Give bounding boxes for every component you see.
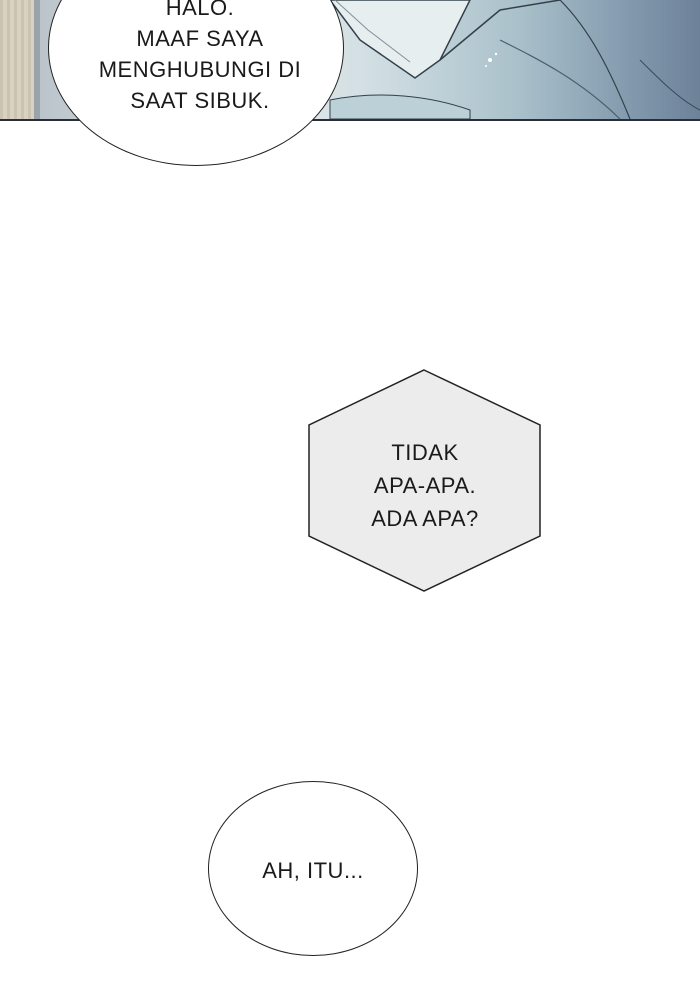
character-clothing-art xyxy=(329,0,700,119)
speech-bubble-hexagon xyxy=(308,369,541,592)
speech-line: SAAT SIBUK. xyxy=(130,88,270,113)
speech-bubble-hexagon-text: TIDAK APA-APA. ADA APA? xyxy=(330,436,520,535)
speech-line: ADA APA? xyxy=(371,506,479,531)
speech-line: TIDAK xyxy=(391,440,459,465)
wall-panel-stripes xyxy=(0,0,34,119)
speech-bubble-bottom xyxy=(208,781,418,956)
speech-line: MAAF SAYA xyxy=(136,26,264,51)
door-frame xyxy=(34,0,40,119)
speech-bubble-bottom-text: AH, ITU... xyxy=(262,858,364,883)
speech-line: APA-APA. xyxy=(373,473,477,498)
speech-line: HALO. xyxy=(165,0,235,20)
speech-bubble-top-text: HALO. MAAF SAYA MENGHUBUNGI DI SAAT SIBU… xyxy=(80,0,320,116)
speech-line: MENGHUBUNGI DI xyxy=(98,57,302,82)
